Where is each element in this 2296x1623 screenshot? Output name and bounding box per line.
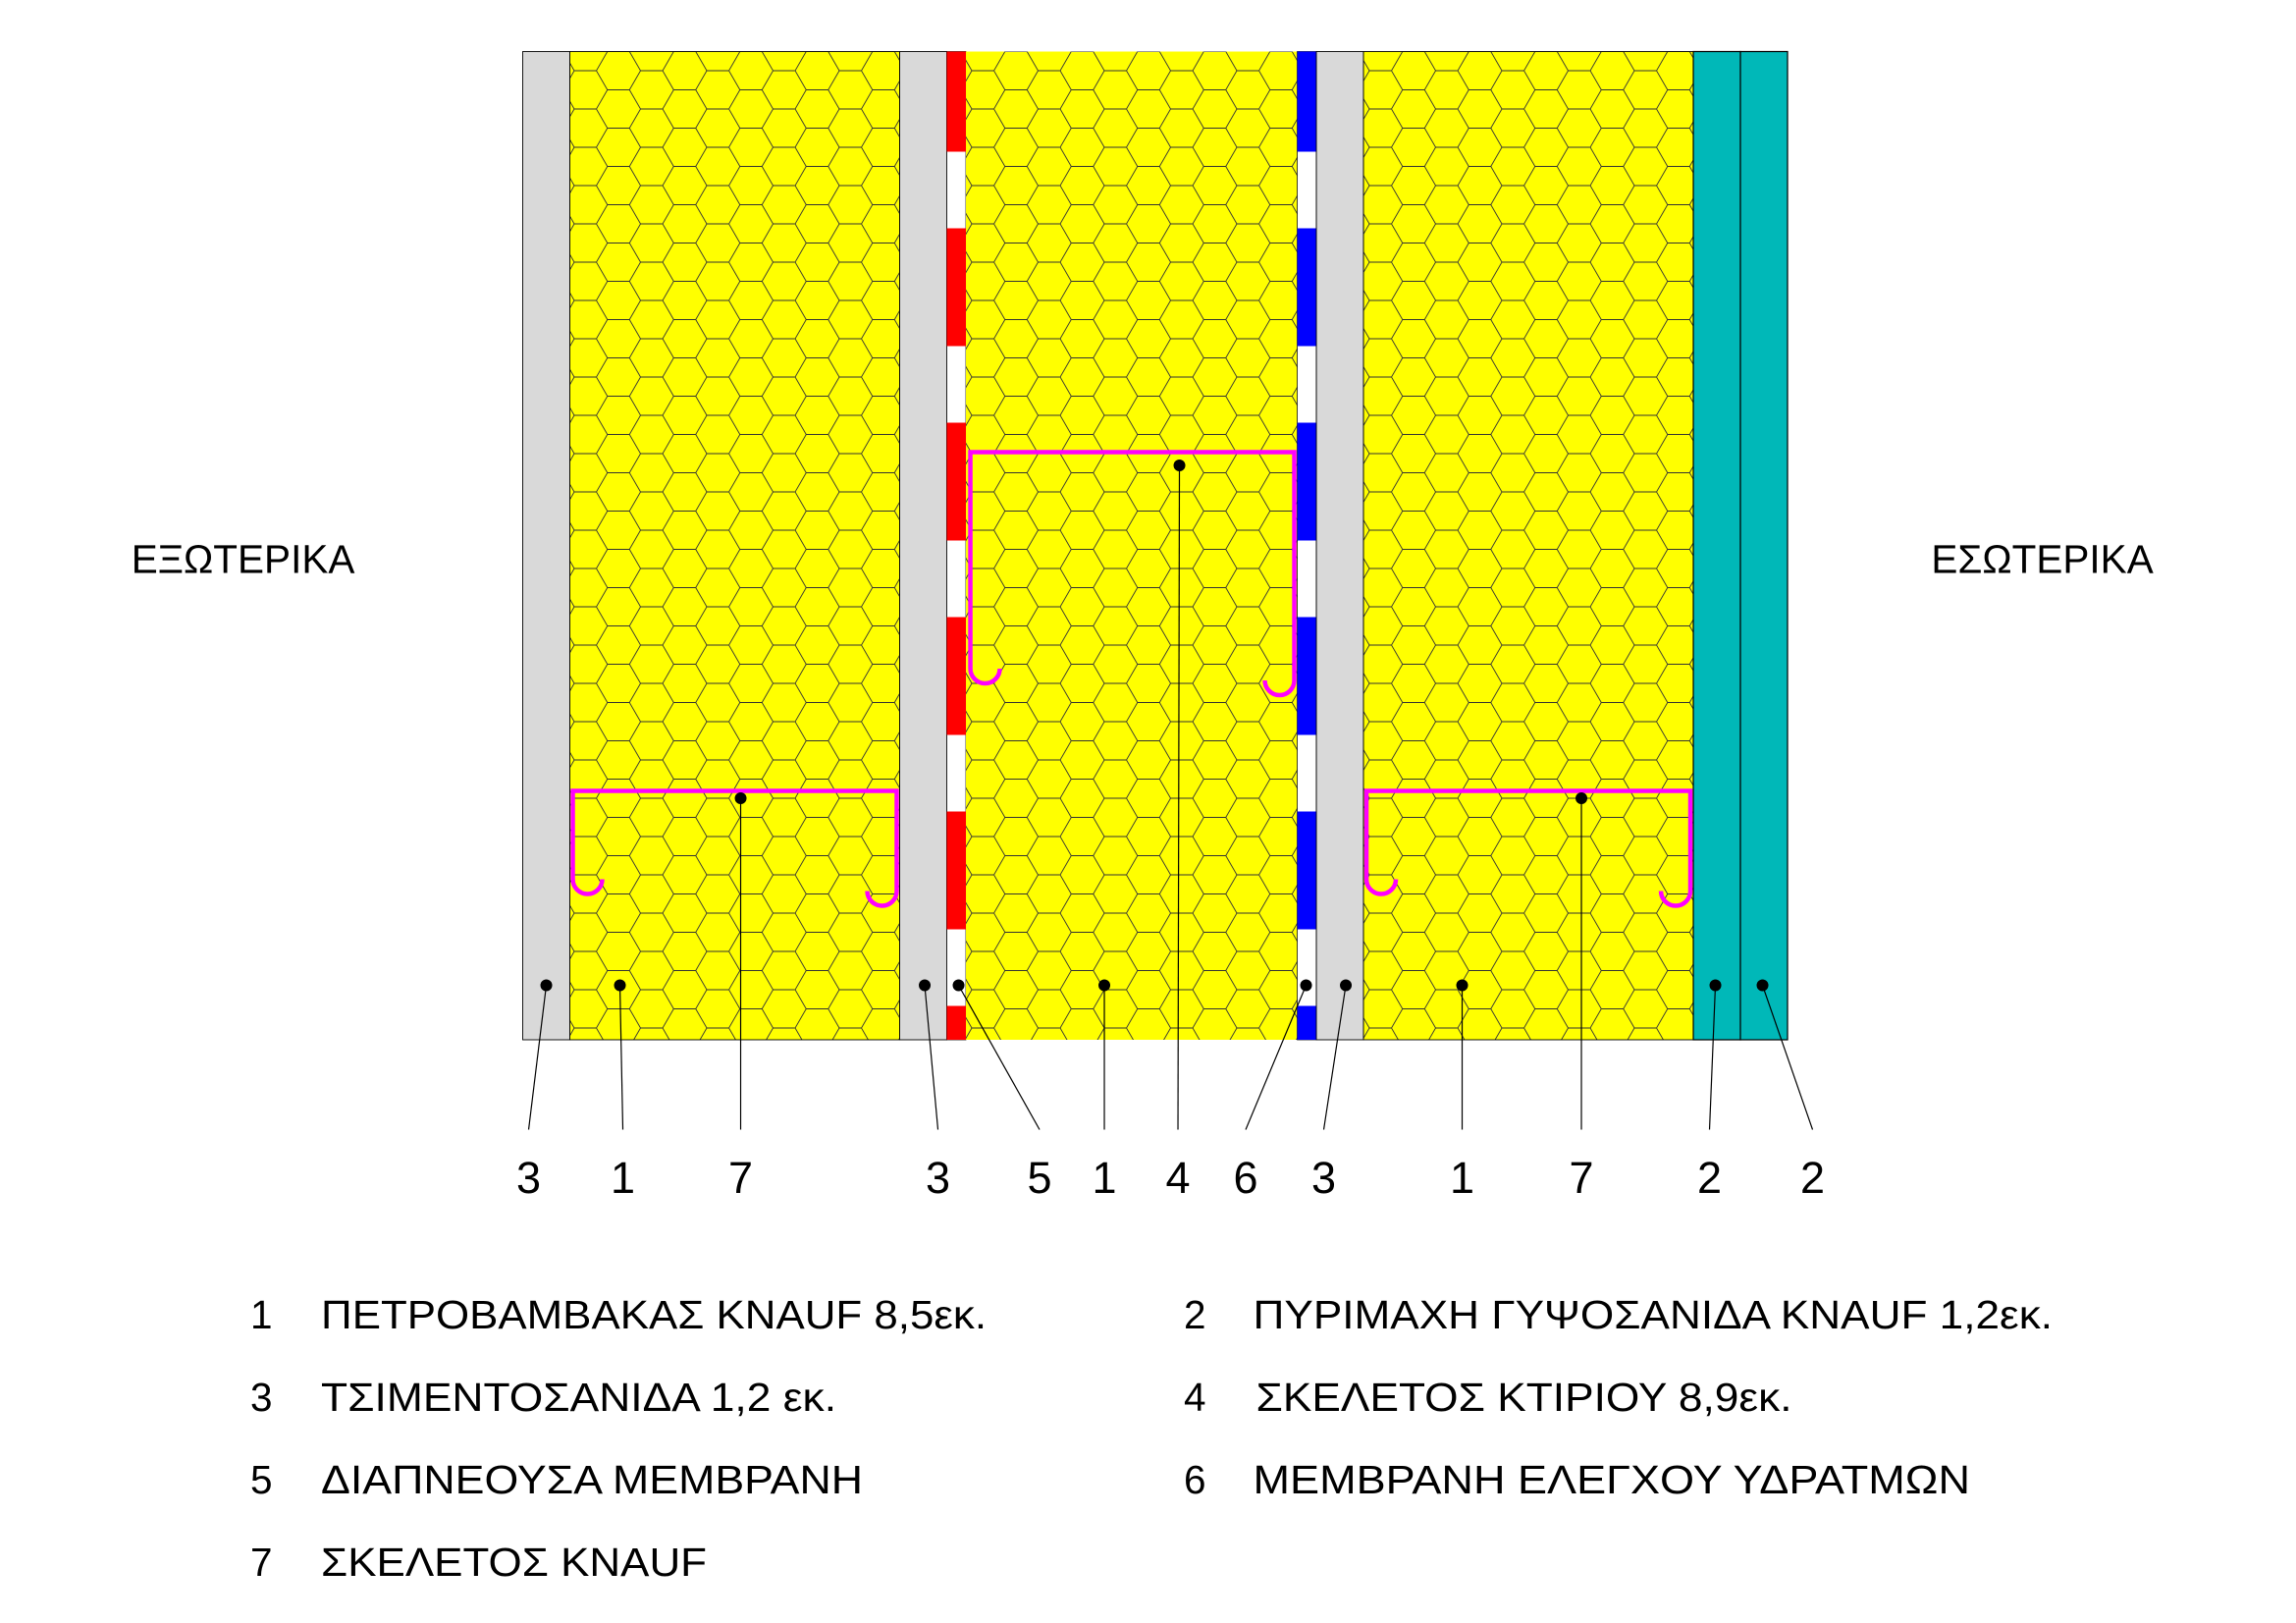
- vapour-control-membrane: [1297, 51, 1317, 1041]
- callout-number: 3: [1311, 1153, 1336, 1203]
- gypsum-board-1: [1692, 50, 1741, 1041]
- legend-text-1: ΠΕΤΡΟΒΑΜΒΑΚΑΣ KNAUF 8,5εκ.: [321, 1292, 987, 1337]
- breather-membrane-segment: [946, 422, 967, 541]
- leader-dot: [1340, 979, 1353, 992]
- legend-num-4: 4: [1184, 1375, 1206, 1420]
- legend-num-5: 5: [250, 1457, 273, 1502]
- exterior-label: ΕΞΩΤΕΡΙΚΑ: [132, 537, 355, 582]
- leader-line: [527, 985, 548, 1130]
- breather-membrane-segment: [946, 228, 967, 347]
- legend-text-5: ΔΙΑΠΝΕΟΥΣΑ ΜΕΜΒΡΑΝΗ: [321, 1457, 863, 1502]
- leader-line: [958, 985, 1041, 1130]
- interior-label: ΕΣΩΤΕΡΙΚΑ: [1931, 537, 2153, 582]
- legend: 1 ΠΕΤΡΟΒΑΜΒΑΚΑΣ KNAUF 8,5εκ. 2 ΠΥΡΙΜΑΧΗ …: [250, 1292, 2053, 1585]
- leader-line: [1761, 985, 1814, 1130]
- callout-number: 7: [1570, 1153, 1594, 1203]
- insulation-frame-cavity: [966, 51, 1298, 1040]
- breather-membrane-segment: [946, 811, 967, 930]
- callout-number: 2: [1800, 1153, 1825, 1203]
- vapour-membrane-segment: [1297, 228, 1317, 347]
- callout-number: 1: [611, 1153, 635, 1203]
- insulation-inner: [1362, 51, 1694, 1041]
- callout-number: 3: [926, 1153, 950, 1203]
- callout-number: 5: [1028, 1153, 1052, 1203]
- leader-dot: [952, 979, 965, 992]
- breather-membrane-segment: [946, 1005, 967, 1040]
- breather-membrane-segment: [946, 51, 967, 152]
- vapour-membrane-segment: [1297, 617, 1317, 735]
- leader-line: [924, 985, 939, 1130]
- legend-num-1: 1: [250, 1292, 273, 1337]
- leader-dot: [1098, 979, 1111, 992]
- knauf-frame-inner: [1363, 788, 1693, 908]
- leader-dot: [1173, 460, 1186, 471]
- leader-line: [1708, 985, 1717, 1130]
- callout-leaders: [527, 460, 1814, 1130]
- breather-membrane-segment: [946, 617, 967, 735]
- cement-board-outer: [522, 51, 570, 1041]
- callout-number: 7: [728, 1153, 753, 1203]
- leader-line: [1245, 985, 1308, 1130]
- leader-dot: [919, 979, 932, 992]
- legend-text-2: ΠΥΡΙΜΑΧΗ ΓΥΨΟΣΑΝΙΔΑ KNAUF 1,2εκ.: [1254, 1292, 2054, 1337]
- legend-num-7: 7: [250, 1540, 273, 1585]
- legend-text-7: ΣΚΕΛΕΤΟΣ KNAUF: [321, 1540, 707, 1585]
- knauf-frame-outer: [570, 788, 899, 908]
- leader-dot: [1575, 792, 1588, 804]
- legend-text-4: ΣΚΕΛΕΤΟΣ ΚΤΙΡΙΟΥ 8,9εκ.: [1256, 1375, 1792, 1420]
- callout-number: 1: [1093, 1153, 1117, 1203]
- legend-num-2: 2: [1184, 1292, 1206, 1337]
- callout-number: 3: [516, 1153, 541, 1203]
- breather-membrane: [946, 51, 967, 1041]
- callout-number: 2: [1697, 1153, 1722, 1203]
- cement-board-middle: [899, 51, 947, 1041]
- leader-dot: [1756, 979, 1769, 992]
- insulation-outer: [569, 51, 900, 1041]
- legend-num-3: 3: [250, 1375, 273, 1420]
- leader-dot: [614, 979, 626, 992]
- leader-dot: [734, 792, 747, 804]
- leader-dot: [1300, 979, 1312, 992]
- callout-number: 1: [1450, 1153, 1474, 1203]
- callout-number: 4: [1166, 1153, 1191, 1203]
- leader-dot: [1709, 979, 1722, 992]
- callout-number: 6: [1234, 1153, 1258, 1203]
- steel-frames: [570, 450, 1693, 908]
- legend-num-6: 6: [1184, 1457, 1206, 1502]
- wall-layers: [522, 50, 1789, 1041]
- leader-line: [1322, 985, 1347, 1130]
- leader-dot: [1456, 979, 1468, 992]
- legend-text-3: ΤΣΙΜΕΝΤΟΣΑΝΙΔΑ 1,2 εκ.: [321, 1375, 836, 1420]
- vapour-membrane-segment: [1297, 1005, 1317, 1040]
- cement-board-inner: [1315, 51, 1364, 1041]
- vapour-membrane-segment: [1297, 811, 1317, 930]
- building-frame-stud: [968, 450, 1297, 698]
- leader-line: [618, 985, 624, 1130]
- gypsum-board-2: [1739, 50, 1789, 1041]
- leader-dot: [540, 979, 553, 992]
- vapour-membrane-segment: [1297, 422, 1317, 541]
- vapour-membrane-segment: [1297, 51, 1317, 152]
- legend-text-6: ΜΕΜΒΡΑΝΗ ΕΛΕΓΧΟΥ ΥΔΡΑΤΜΩΝ: [1254, 1457, 1971, 1502]
- leader-line: [1177, 464, 1181, 1130]
